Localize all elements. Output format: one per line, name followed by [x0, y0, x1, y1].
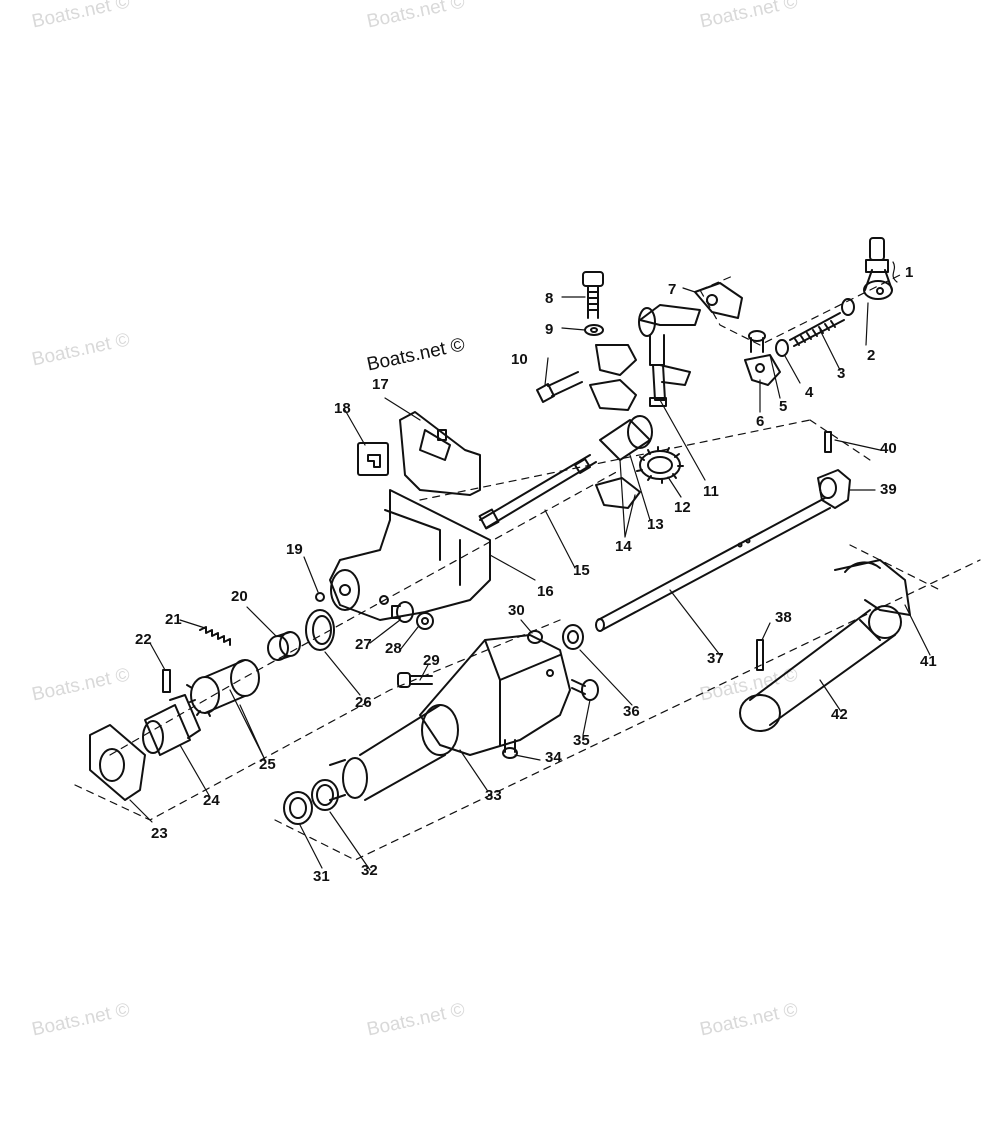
callout-37: 37	[707, 650, 724, 667]
part-7-bracket	[694, 282, 743, 319]
part-14-clamp	[589, 344, 641, 509]
part-12-gear	[636, 446, 684, 484]
part-11-shift-shaft	[638, 304, 701, 407]
callout-39: 39	[880, 481, 897, 498]
part-29-screw	[397, 672, 433, 688]
callout-19: 19	[286, 541, 303, 558]
callout-42: 42	[831, 706, 848, 723]
callout-41: 41	[920, 653, 937, 670]
callout-9: 9	[545, 321, 554, 338]
part-30-nut	[527, 630, 543, 644]
callout-24: 24	[203, 792, 220, 809]
part-31-seal	[283, 791, 313, 825]
part-39-collar	[817, 469, 851, 509]
part-36-gear	[562, 624, 584, 650]
part-13-gear-shaft	[599, 415, 653, 461]
callout-15: 15	[573, 562, 590, 579]
part-33-tiller-handle	[329, 634, 571, 801]
part-34-screw	[502, 739, 518, 759]
callout-10: 10	[511, 351, 528, 368]
leader-lines	[129, 261, 931, 871]
callout-2: 2	[867, 347, 876, 364]
part-28-washer	[416, 612, 434, 630]
part-38-pin	[756, 639, 764, 671]
callout-30: 30	[508, 602, 525, 619]
callout-33: 33	[485, 787, 502, 804]
part-8-bolt	[582, 271, 604, 319]
callout-21: 21	[165, 611, 182, 628]
callout-22: 22	[135, 631, 152, 648]
part-21-spring	[199, 626, 231, 646]
callout-6: 6	[756, 413, 765, 430]
part-23-end-plate	[89, 724, 146, 801]
part-40-pin	[824, 431, 832, 453]
callout-31: 31	[313, 868, 330, 885]
callout-26: 26	[355, 694, 372, 711]
part-27-screw	[391, 601, 414, 623]
part-2-nut	[841, 298, 855, 316]
part-35-screw	[571, 679, 599, 701]
part-15-shift-rod	[478, 454, 597, 530]
callout-38: 38	[775, 609, 792, 626]
part-9-washer	[584, 324, 604, 336]
part-20-bushing	[267, 631, 301, 661]
callout-27: 27	[355, 636, 372, 653]
callout-20: 20	[231, 588, 248, 605]
part-19-screw	[315, 592, 325, 602]
callout-8: 8	[545, 290, 554, 307]
callout-25: 25	[259, 756, 276, 773]
callout-40: 40	[880, 440, 897, 457]
part-17-upper-bracket	[399, 411, 481, 496]
callout-32: 32	[361, 862, 378, 879]
callout-12: 12	[674, 499, 691, 516]
callout-3: 3	[837, 365, 846, 382]
callout-29: 29	[423, 652, 440, 669]
callout-28: 28	[385, 640, 402, 657]
callout-17: 17	[372, 376, 389, 393]
callout-5: 5	[779, 398, 788, 415]
part-10-bolt	[536, 371, 583, 403]
part-6-link-arm	[744, 354, 781, 386]
part-24-throttle-shaft	[142, 694, 201, 756]
callout-36: 36	[623, 703, 640, 720]
callout-34: 34	[545, 749, 562, 766]
part-18-clip	[357, 442, 389, 476]
part-16-tiller-bracket	[329, 489, 491, 621]
callout-11: 11	[703, 483, 719, 500]
part-5-bolt	[748, 330, 766, 353]
part-32-seal	[311, 779, 339, 811]
assembly-lines	[74, 274, 981, 861]
callout-1: 1	[905, 264, 914, 281]
part-26-ring	[305, 609, 335, 651]
callout-7: 7	[668, 281, 677, 298]
part-41-grip-cover	[834, 559, 911, 616]
part-37-shaft	[595, 497, 831, 632]
callout-4: 4	[805, 384, 814, 401]
part-42-grip	[739, 605, 902, 732]
part-3-threaded-rod	[789, 312, 845, 347]
part-4-nut	[775, 339, 789, 357]
callout-14: 14	[615, 538, 632, 555]
callout-35: 35	[573, 732, 590, 749]
callout-18: 18	[334, 400, 351, 417]
callout-16: 16	[537, 583, 554, 600]
callout-13: 13	[647, 516, 664, 533]
part-25-sleeve	[186, 659, 260, 717]
part-22-pin	[162, 669, 171, 693]
callout-23: 23	[151, 825, 168, 842]
part-1-ball-joint	[863, 237, 893, 300]
